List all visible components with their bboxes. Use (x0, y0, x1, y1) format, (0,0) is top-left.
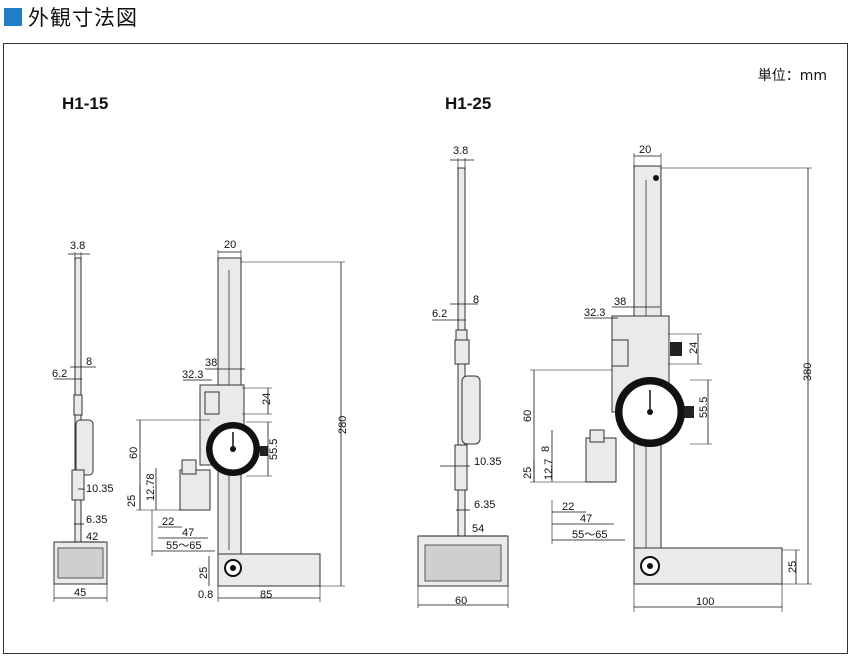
dim-6-35: 6.35 (86, 514, 107, 526)
section-header: 外観寸法図 (4, 2, 138, 32)
dim-10-35-r: 10.35 (474, 456, 502, 468)
dim-25-r: 25 (522, 467, 534, 479)
dim-60-r: 60 (522, 410, 534, 422)
dim-20: 20 (224, 239, 236, 251)
h1-15-front-view (179, 257, 321, 587)
model-label-h1-15: H1-15 (62, 94, 109, 113)
section-title: 外観寸法図 (28, 6, 138, 30)
dim-0-8: 0.8 (198, 589, 213, 601)
dim-55-5: 55.5 (268, 439, 280, 460)
dim-24: 24 (261, 393, 273, 405)
dim-10-35: 10.35 (86, 483, 114, 495)
dim-54-r: 54 (472, 523, 484, 535)
dim-380: 380 (802, 363, 814, 381)
dim-55-5-r: 55.5 (698, 397, 710, 418)
dim-47-r: 47 (580, 513, 592, 525)
dim-45: 45 (74, 587, 86, 599)
dim-55-65: 55～65 (166, 540, 201, 552)
dim-6-2-r: 6.2 (432, 308, 447, 320)
dim-25: 25 (126, 495, 138, 507)
dim-25b-r: 25 (787, 561, 799, 573)
dim-8: 8 (86, 356, 92, 368)
dim-3-8: 3.8 (70, 240, 85, 252)
h1-25-side-view (417, 167, 509, 587)
h1-15-side-view (53, 257, 108, 585)
dim-24-r: 24 (688, 342, 700, 354)
dim-6-35-r: 6.35 (474, 499, 495, 511)
header-square-icon (4, 8, 22, 26)
dim-60: 60 (128, 447, 140, 459)
dim-32-3: 32.3 (182, 369, 203, 381)
dim-38: 38 (205, 357, 217, 369)
dim-60b-r: 60 (455, 595, 467, 607)
dim-100-r: 100 (696, 596, 714, 608)
dim-55-65-r: 55～65 (572, 529, 607, 541)
unit-label: 単位：mm (757, 68, 827, 84)
dim-12-78: 12.78 (145, 473, 157, 501)
dim-85: 85 (260, 589, 272, 601)
dim-25b: 25 (198, 567, 210, 579)
dim-8-r: 8 (473, 294, 479, 306)
dim-8s-r: 8 (540, 446, 552, 452)
drawing-frame (3, 43, 848, 654)
model-label-h1-25: H1-25 (445, 94, 492, 113)
dim-22-r: 22 (562, 501, 574, 513)
dim-42: 42 (86, 531, 98, 543)
dim-38-r: 38 (614, 296, 626, 308)
dim-6-2: 6.2 (52, 368, 67, 380)
dim-12-7-r: 12.7 (543, 459, 555, 480)
dim-280: 280 (337, 416, 349, 434)
dim-22: 22 (162, 516, 174, 528)
dim-47: 47 (182, 527, 194, 539)
h1-25-front-view (585, 165, 783, 585)
dim-20-r: 20 (639, 144, 651, 156)
dim-3-8-r: 3.8 (453, 145, 468, 157)
dim-32-3-r: 32.3 (584, 307, 605, 319)
